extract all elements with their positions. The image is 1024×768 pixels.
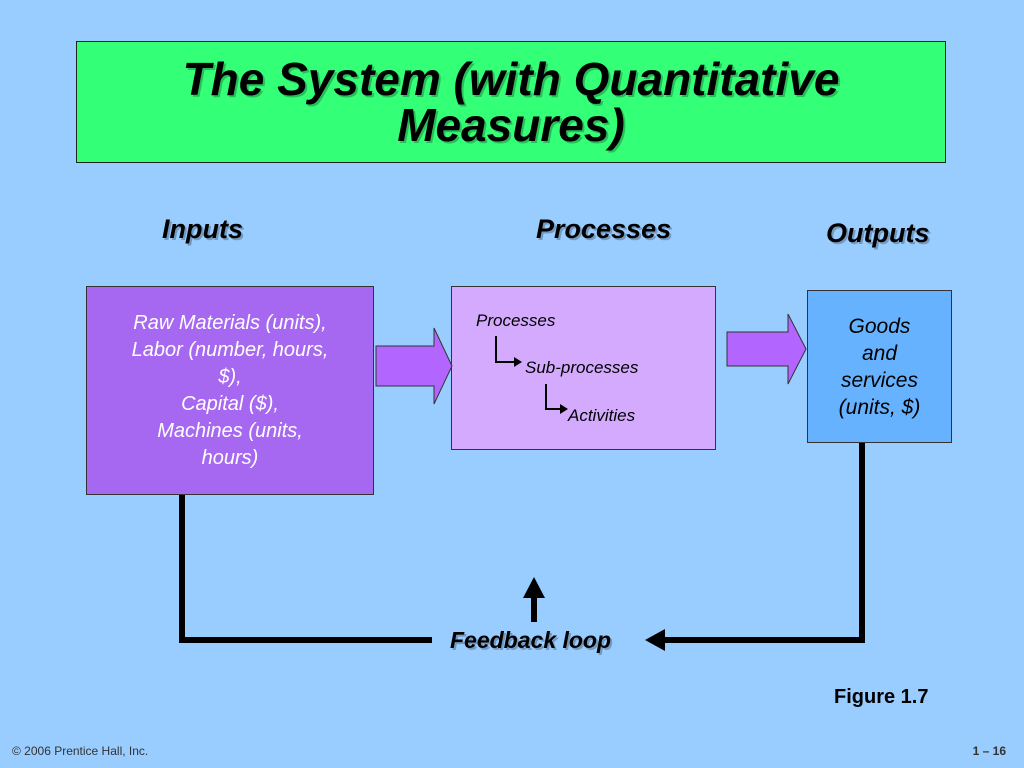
processes-to-outputs-arrow — [726, 313, 807, 385]
inputs-line: Capital ($), — [181, 392, 279, 415]
outputs-box: Goods and services (units, $) — [807, 290, 952, 443]
inputs-to-processes-arrow — [375, 327, 453, 405]
outputs-line: Goods — [848, 314, 911, 338]
activity-connector-arrowhead — [560, 404, 568, 414]
slide-title: The System (with Quantitative Measures) — [182, 53, 840, 151]
inputs-line: Machines (units, — [157, 419, 303, 442]
process-item: Processes — [476, 311, 556, 330]
inputs-line: hours) — [201, 446, 259, 469]
inputs-heading: Inputs — [162, 214, 243, 244]
page-number: 1 – 16 — [972, 744, 1006, 758]
inputs-line: Raw Materials (units), — [133, 311, 327, 334]
inputs-line: $), — [218, 365, 242, 388]
figure-label: Figure 1.7 — [834, 686, 929, 708]
outputs-line: and — [861, 341, 898, 365]
subprocess-connector-icon — [495, 336, 515, 363]
subprocess-item: Sub-processes — [525, 358, 639, 377]
inputs-box: Raw Materials (units), Labor (number, ho… — [86, 286, 374, 495]
outputs-heading: Outputs — [826, 218, 930, 248]
activity-item: Activities — [568, 406, 636, 425]
feedback-arrowhead-left-icon — [645, 629, 665, 651]
feedback-line-right — [660, 443, 865, 643]
outputs-line: services — [840, 368, 918, 392]
subprocess-connector-arrowhead — [514, 357, 522, 367]
feedback-up-arrow-icon — [523, 577, 545, 598]
activity-connector-icon — [545, 384, 561, 410]
feedback-loop-label: Feedback loop — [450, 627, 612, 653]
title-box: The System (with Quantitative Measures) — [76, 41, 946, 163]
processes-heading: Processes — [536, 214, 672, 244]
copyright-footer: © 2006 Prentice Hall, Inc. — [12, 744, 149, 758]
outputs-line: (units, $) — [838, 395, 921, 419]
feedback-line-left — [179, 495, 432, 643]
inputs-line: Labor (number, hours, — [131, 338, 329, 361]
